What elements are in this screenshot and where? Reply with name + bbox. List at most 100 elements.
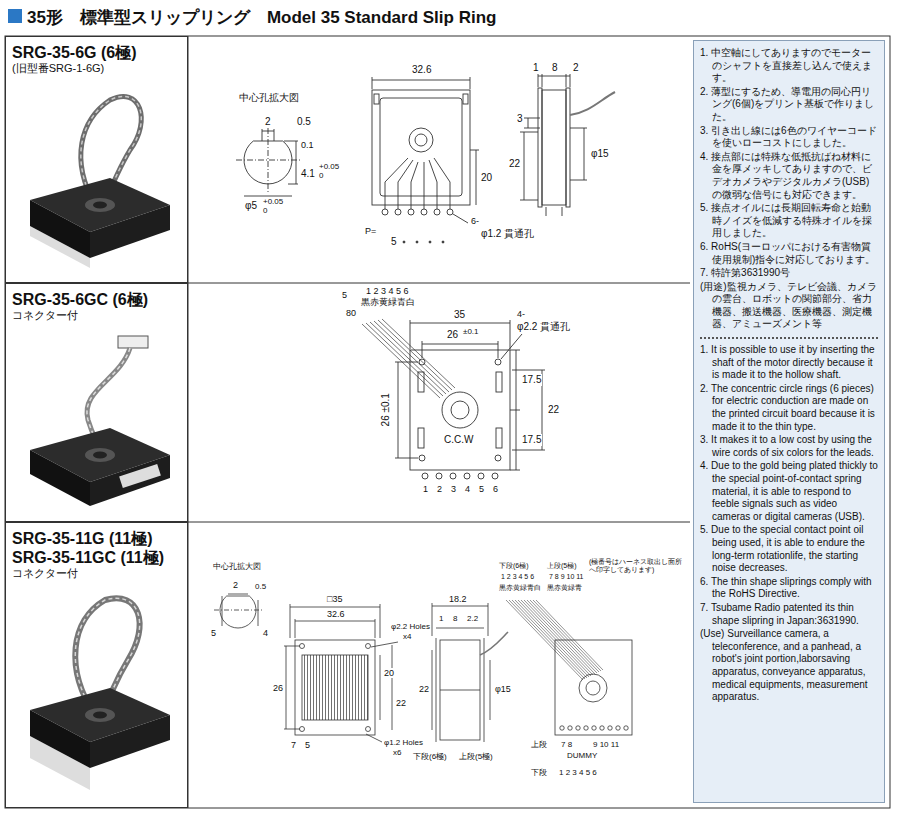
- model-name: SRG-35-6G (6極): [12, 43, 184, 62]
- dimension-label: 下段(6極): [498, 562, 530, 570]
- dimension-label: 7 8: [560, 740, 573, 749]
- dimension-label: 黒赤黄緑青白: [360, 297, 416, 307]
- dimension-label: 黒赤黄緑青白: [498, 584, 542, 592]
- dimension-label: 8: [551, 62, 559, 74]
- note-item: 6. The thin shape sliprings comply with …: [700, 576, 878, 601]
- dimension-label: 3: [516, 113, 524, 125]
- dimension-label: 4: [262, 628, 269, 638]
- dimension-label: (極番号はハーネス取出し面所へ印字してあります): [588, 558, 690, 574]
- dimension-label: 22: [508, 158, 521, 170]
- dimension-label: 中心孔拡大図: [212, 562, 262, 571]
- dimension-label: 22: [418, 684, 430, 694]
- dimension-label: x6: [392, 748, 402, 757]
- dimension-label: 0: [318, 171, 324, 180]
- note-item: 1. 中空軸にしてありますのでモーターのシャフトを直接差し込んで使えます。: [700, 47, 878, 85]
- note-item: (用途)監視カメラ、テレビ会議、カメラの雲台、ロボットの関節部分、省力機器、搬送…: [700, 281, 878, 331]
- product-photo: [30, 336, 170, 506]
- dimension-label: 6: [492, 484, 499, 494]
- note-item: 4. Due to the gold being plated thickly …: [700, 460, 878, 523]
- dimension-label: φ2.2 貫通孔: [516, 321, 571, 333]
- dimension-label: φ5: [244, 200, 258, 212]
- note-item: 3. 引き出し線には6色のワイヤーコードを使いローコストにしました。: [700, 125, 878, 150]
- dimension-label: 0.5: [254, 582, 267, 591]
- dimension-label: 6-: [470, 216, 480, 226]
- dimension-label: 7: [290, 740, 297, 750]
- dimension-label: 1: [422, 484, 429, 494]
- dimension-label: 1: [532, 62, 540, 74]
- dimension-label: 80: [345, 308, 357, 318]
- dimension-label: 1 2 3 4 5 6: [365, 286, 410, 296]
- note-item: 5. Due to the special contact point oil …: [700, 524, 878, 574]
- dimension-label: 下段: [530, 768, 548, 777]
- dimension-label: 5: [341, 290, 348, 300]
- drawing-srg-35-6gc: [362, 319, 545, 479]
- dimension-label: 下段(6極): [412, 752, 448, 761]
- dimension-label: 18.2: [448, 594, 468, 604]
- dimension-label: 2.2: [466, 614, 479, 623]
- dimension-label: 2: [436, 484, 443, 494]
- dimension-label: 35: [453, 309, 466, 321]
- dimension-label: 2: [572, 62, 580, 74]
- dimension-label: 1: [438, 614, 444, 623]
- dimension-label: 中心孔拡大図: [238, 92, 300, 104]
- dimension-label: 上段: [530, 740, 548, 749]
- dimension-label: 22: [395, 698, 407, 708]
- dimension-label: 5: [478, 484, 485, 494]
- dimension-label: P=: [364, 226, 377, 236]
- model-name: SRG-35-11G (11極) SRG-35-11GC (11極): [12, 529, 184, 567]
- dimension-label: 26: [446, 329, 459, 341]
- dimension-label: φ1.2 Holes: [383, 738, 424, 747]
- note-item: 7. 特許第3631990号: [700, 267, 878, 280]
- note-item: 4. 接点部には特殊な低抵抗ばね材料に金を厚メッキしてありますので、ビデオカメラ…: [700, 151, 878, 201]
- note-item: 3. It makes it to a low cost by using th…: [700, 434, 878, 459]
- dimension-label: 0: [262, 206, 268, 215]
- drawing-srg-35-6g: [236, 74, 615, 243]
- dimension-label: 17.5: [521, 434, 542, 446]
- dimension-label: 17.5: [521, 374, 542, 386]
- table-frame: [5, 36, 890, 808]
- product-cell: SRG-35-11G (11極) SRG-35-11GC (11極)コネクター付: [5, 522, 188, 808]
- note-item: 2. 薄型にするため、導電用の同心円リング(6個)をプリント基板で作りました。: [700, 86, 878, 124]
- dimension-label: 2: [264, 116, 272, 128]
- dimension-label: 1 2 3 4 5 6: [500, 573, 535, 581]
- model-note: コネクター付: [12, 309, 181, 322]
- dimension-label: φ2.2 Holes: [390, 622, 431, 631]
- dimension-label: 26: [272, 683, 284, 693]
- note-item: 2. The concentric circle rings (6 pieces…: [700, 383, 878, 433]
- dimension-label: 4-: [516, 309, 526, 319]
- dimension-label: 0.1: [300, 140, 315, 150]
- model-note: コネクター付: [12, 567, 181, 580]
- dimension-label: 5: [304, 740, 311, 750]
- dimension-label: □35: [326, 594, 343, 604]
- drawing-srg-35-11g: [214, 594, 632, 742]
- page-title: 35形 標準型スリップリング Model 35 Standard Slip Ri…: [27, 6, 496, 29]
- dimension-label: 8: [452, 614, 458, 623]
- dimension-label: 20: [383, 668, 395, 678]
- title-marker: [8, 9, 22, 23]
- note-item: (Use) Surveillance camera, a teleconfere…: [700, 628, 878, 704]
- dimension-label: +0.05: [318, 162, 340, 171]
- dimension-label: ±0.1: [462, 327, 480, 336]
- notes-panel: 1. 中空軸にしてありますのでモーターのシャフトを直接差し込んで使えます。2. …: [693, 40, 885, 803]
- product-cell: SRG-35-6GC (6極)コネクター付: [5, 283, 188, 522]
- dimension-label: 上段(5極): [458, 752, 494, 761]
- note-item: 5. 接点オイルには長期回転寿命と始動時ノイズを低減する特殊オイルを採用しました…: [700, 202, 878, 240]
- dimension-label: φ15: [590, 148, 610, 160]
- dimension-label: 26 ±0.1: [380, 392, 392, 427]
- dimension-label: +0.05: [262, 197, 284, 206]
- dimension-label: C.C.W: [443, 434, 474, 446]
- dimension-label: 9 10 11: [592, 740, 620, 749]
- dimension-label: φ15: [494, 684, 512, 694]
- dimension-label: 3: [450, 484, 457, 494]
- dimension-label: 4.1: [300, 168, 316, 180]
- model-name: SRG-35-6GC (6極): [12, 290, 184, 309]
- dimension-label: 5: [390, 236, 398, 248]
- note-item: 7. Tsubame Radio patented its thin shape…: [700, 602, 878, 627]
- dimension-label: 0.5: [296, 116, 312, 128]
- product-photo: [30, 96, 170, 268]
- dimension-label: 32.6: [411, 64, 432, 76]
- dimension-label: 2: [232, 580, 239, 590]
- dimension-label: φ1.2 貫通孔: [480, 228, 535, 240]
- dimension-label: 20: [480, 172, 493, 184]
- dimension-label: 1 2 3 4 5 6: [558, 768, 598, 777]
